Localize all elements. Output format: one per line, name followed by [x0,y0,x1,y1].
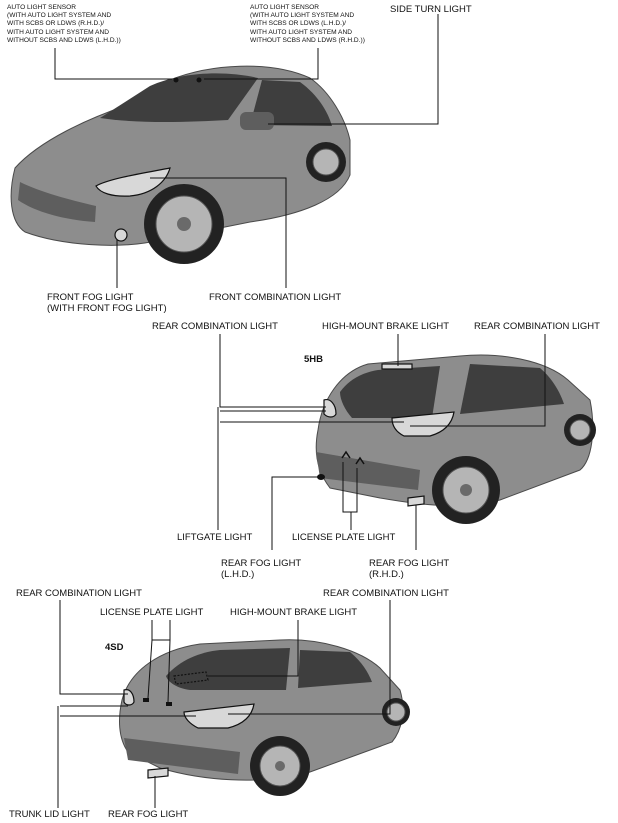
hb-rear-combination-light-right-label: REAR COMBINATION LIGHT [474,321,600,332]
front-fog-light-label: FRONT FOG LIGHT (WITH FRONT FOG LIGHT) [47,292,167,314]
front-car-illustration [10,65,351,264]
hb-rear-fog-light-lhd-label: REAR FOG LIGHT (L.H.D.) [221,558,302,580]
auto-light-sensor-label-right: AUTO LIGHT SENSOR (WITH AUTO LIGHT SYSTE… [250,4,365,44]
sd-high-mount-brake-light-label: HIGH-MOUNT BRAKE LIGHT [230,607,358,618]
sd-rear-fog-light-label: REAR FOG LIGHT [108,809,189,820]
front-combination-light-label: FRONT COMBINATION LIGHT [209,292,342,303]
hb-rear-combination-light-left-label: REAR COMBINATION LIGHT [152,321,278,332]
hb-high-mount-brake-light-label: HIGH-MOUNT BRAKE LIGHT [322,321,450,332]
hatchback-car-illustration [315,354,596,524]
side-turn-light-label: SIDE TURN LIGHT [390,4,472,15]
hb-rear-fog-light-rhd-label: REAR FOG LIGHT (R.H.D.) [369,558,450,580]
sd-license-plate-light-label: LICENSE PLATE LIGHT [100,607,204,618]
sd-rear-combination-light-right-label: REAR COMBINATION LIGHT [323,588,449,599]
sd-rear-combination-light-left-label: REAR COMBINATION LIGHT [16,588,142,599]
hb-model-tag: 5HB [304,354,324,365]
hb-liftgate-light-label: LIFTGATE LIGHT [177,532,253,543]
hb-license-plate-light-label: LICENSE PLATE LIGHT [292,532,396,543]
sd-model-tag: 4SD [105,642,124,653]
auto-light-sensor-label-left: AUTO LIGHT SENSOR (WITH AUTO LIGHT SYSTE… [7,4,121,44]
sedan-car-illustration [119,639,410,796]
sedan-leader-lines [57,600,391,808]
front-car-leader-lines [54,14,439,288]
hatchback-leader-lines [217,334,546,550]
sd-trunk-lid-light-label: TRUNK LID LIGHT [9,809,90,820]
